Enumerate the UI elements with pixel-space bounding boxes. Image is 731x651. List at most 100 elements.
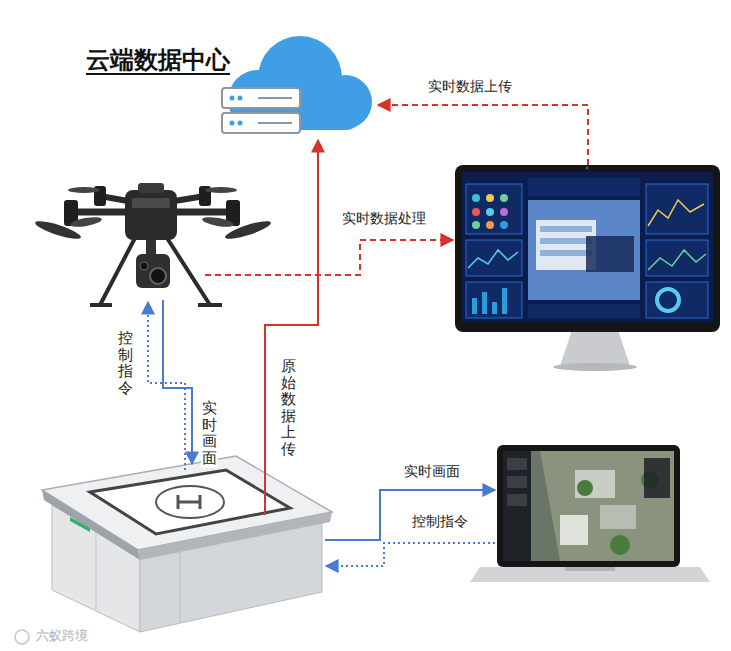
drone-illustration [125, 190, 177, 240]
flow-arrows [148, 105, 588, 566]
laptop-illustration [565, 567, 615, 571]
monitor-illustration [472, 194, 480, 202]
laptop-illustration [497, 445, 680, 567]
server-icon [258, 97, 292, 99]
laptop-illustration [503, 451, 674, 561]
laptop-illustration [507, 494, 527, 506]
monitor-illustration [540, 238, 592, 244]
monitor-illustration [540, 250, 592, 256]
arrow-label: 控制指令 [410, 513, 470, 531]
flow-arrows [326, 543, 495, 566]
dock-illustration [70, 517, 90, 532]
drone-illustration [100, 238, 135, 305]
drone-illustration [138, 183, 164, 193]
server-icon [238, 121, 243, 126]
server-icon [222, 88, 300, 133]
watermark: 六蚁跨境 [34, 628, 90, 644]
arrow-label: 实时数据处理 [340, 210, 428, 228]
dock-illustration [42, 456, 332, 632]
drone-illustration [150, 268, 166, 284]
drone-illustration [202, 215, 235, 228]
arrow-label: 控制指令 [117, 328, 134, 398]
server-icon [222, 88, 300, 108]
watermark-icon [15, 630, 29, 644]
flow-arrows [148, 302, 185, 470]
server-icon [230, 121, 235, 126]
monitor-illustration [486, 194, 494, 202]
drone-illustration [146, 240, 156, 254]
laptop-illustration [540, 451, 674, 561]
drone-illustration [205, 187, 237, 193]
server-icon [230, 96, 235, 101]
monitor-illustration [462, 172, 713, 322]
monitor-illustration [528, 200, 640, 300]
monitor-illustration [657, 289, 679, 311]
dock-illustration [156, 486, 224, 518]
monitor-illustration [560, 330, 630, 366]
laptop-illustration [577, 480, 593, 496]
drone-illustration [167, 238, 210, 305]
monitor-illustration [585, 166, 588, 169]
flow-arrows [325, 490, 495, 540]
monitor-illustration [466, 184, 522, 234]
flow-arrows [205, 240, 453, 275]
dock-illustration [178, 501, 200, 504]
flow-arrows [265, 140, 318, 515]
monitor-illustration [500, 221, 508, 229]
monitor-illustration [500, 208, 508, 216]
laptop-illustration [470, 445, 710, 582]
monitor-illustration [540, 226, 592, 232]
laptop-illustration [560, 515, 588, 545]
laptop-illustration [470, 567, 710, 582]
monitor-illustration [466, 240, 522, 276]
laptop-illustration [507, 458, 527, 470]
drone-illustration [224, 218, 273, 242]
laptop-illustration [644, 458, 670, 498]
drone-illustration [70, 215, 103, 228]
drone-illustration [34, 183, 273, 305]
server-icon [222, 113, 300, 133]
dock-illustration [42, 456, 332, 550]
drone-illustration [140, 262, 148, 270]
monitor-illustration [528, 304, 640, 318]
laptop-illustration [575, 470, 615, 498]
laptop-illustration [600, 505, 636, 529]
dock-illustration [96, 530, 97, 610]
monitor-illustration [482, 292, 487, 314]
drone-illustration [198, 303, 222, 307]
arrow-label: 实时数据上传 [426, 78, 514, 96]
server-icon [238, 96, 243, 101]
monitor-illustration [553, 363, 637, 371]
drone-illustration [136, 254, 170, 288]
monitor-illustration [455, 165, 720, 332]
monitor-illustration [528, 178, 640, 196]
arrow-label: 实时画面 [201, 398, 218, 468]
dock-illustration [90, 470, 290, 534]
laptop-illustration [507, 476, 527, 488]
watermark-icon [15, 630, 29, 644]
monitor-illustration [648, 200, 704, 226]
drone-illustration [132, 198, 170, 208]
monitor-illustration [472, 298, 477, 314]
monitor-illustration [646, 282, 708, 318]
flow-arrows [163, 300, 192, 464]
laptop-illustration [503, 451, 531, 561]
monitor-illustration [586, 236, 634, 272]
monitor-illustration [500, 194, 508, 202]
monitor-illustration [646, 240, 708, 276]
monitor-illustration [648, 250, 706, 270]
monitor-illustration [468, 250, 518, 268]
monitor-illustration [492, 302, 497, 314]
flow-arrows [378, 105, 588, 165]
monitor-illustration [472, 208, 480, 216]
arrow-label: 原始数据上传 [280, 356, 297, 459]
dock-illustration [180, 550, 181, 622]
diagram-title: 云端数据中心 [86, 44, 230, 76]
monitor-illustration [646, 184, 708, 234]
drone-illustration [90, 303, 112, 307]
monitor-illustration [455, 165, 720, 371]
arrow-label: 实时画面 [402, 463, 462, 481]
monitor-illustration [466, 282, 522, 318]
monitor-illustration [472, 221, 480, 229]
